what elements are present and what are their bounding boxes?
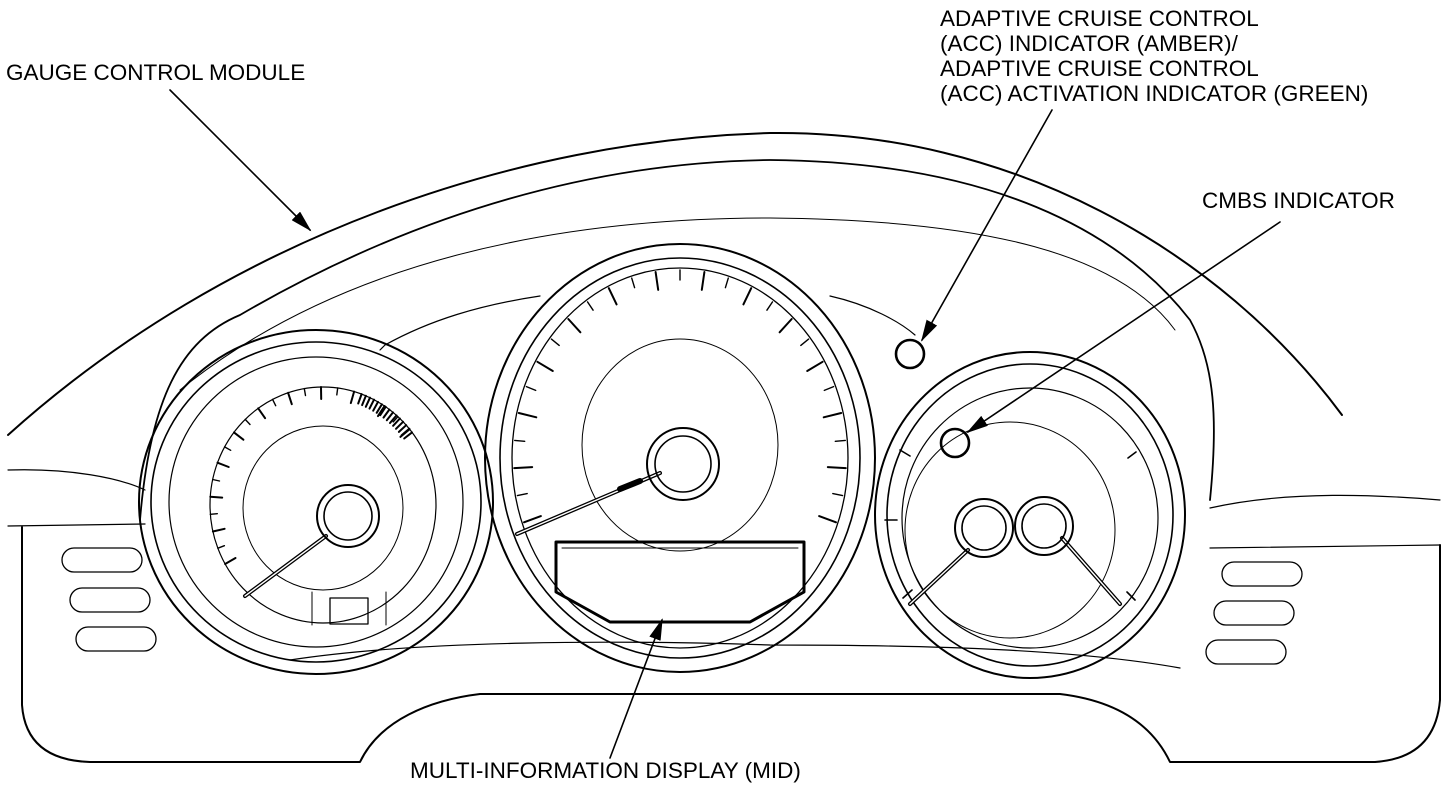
gauge-tick <box>234 432 243 439</box>
gauge-tick <box>390 415 397 423</box>
speedometer-ticks <box>514 270 846 522</box>
leader-gauge-control-module <box>170 90 312 232</box>
leader-lines <box>170 90 1280 758</box>
label-cmbs-indicator: CMBS INDICATOR <box>1202 188 1395 213</box>
tachometer-ticks <box>210 387 412 564</box>
gauge-tick <box>225 558 235 564</box>
label-line: (ACC) INDICATOR (AMBER)/ <box>940 31 1238 56</box>
right-indicator-slots <box>1206 562 1302 664</box>
gauge-tick <box>288 393 292 404</box>
gauge-tick <box>609 288 617 304</box>
gauge-tick <box>519 413 537 417</box>
gauge-tick <box>588 302 594 310</box>
gauge-tick <box>304 389 305 396</box>
label-line: ADAPTIVE CRUISE CONTROL <box>940 56 1259 81</box>
gauge-tick <box>807 362 822 371</box>
cmbs-indicator-lamp <box>941 429 969 457</box>
leader-mid <box>610 618 662 758</box>
gauge-tick <box>358 394 361 403</box>
mid-screen <box>556 542 804 622</box>
gauge-tick <box>702 272 705 290</box>
gauge-tick <box>828 467 846 468</box>
leader-acc-indicator <box>921 110 1052 342</box>
gauge-tick <box>378 406 385 416</box>
gauge-tick <box>366 398 370 407</box>
acc-indicator-lamp <box>896 340 924 368</box>
center-gauge <box>485 244 875 672</box>
gauge-tick <box>245 419 250 424</box>
label-line: GAUGE CONTROL MODULE <box>6 60 306 85</box>
gauge-tick <box>387 412 393 420</box>
gauge-tick <box>517 494 527 496</box>
gauge-tick <box>337 388 338 395</box>
gauge-tick <box>656 272 659 290</box>
label-line: (ACC) ACTIVATION INDICATOR (GREEN) <box>940 81 1369 106</box>
gauge-tick <box>801 339 809 345</box>
gauge-tick <box>743 288 751 304</box>
gauge-tick <box>399 425 406 432</box>
left-gauge <box>139 330 493 674</box>
gauge-tick <box>824 387 833 391</box>
label-line: MULTI-INFORMATION DISPLAY (MID) <box>410 758 801 783</box>
gauge-tick <box>396 422 403 429</box>
gauge-tick <box>833 494 843 496</box>
gauge-tick <box>393 419 400 426</box>
gauge-tick <box>819 516 836 522</box>
gauge-tick <box>824 413 842 417</box>
gauge-tick <box>537 362 552 371</box>
gauge-tick <box>210 497 222 498</box>
label-acc-indicator: ADAPTIVE CRUISE CONTROL (ACC) INDICATOR … <box>940 6 1368 106</box>
gauge-tick <box>225 447 231 450</box>
gauge-tick <box>380 407 386 415</box>
gauge-tick <box>551 339 559 345</box>
label-mid: MULTI-INFORMATION DISPLAY (MID) <box>410 758 801 783</box>
gauge-tick <box>632 278 635 288</box>
gauge-tick <box>515 440 525 441</box>
gauge-tick <box>218 546 225 549</box>
left-indicator-slots <box>62 548 156 651</box>
gauge-tick <box>402 429 410 436</box>
housing-outline <box>8 133 1440 762</box>
gauge-tick <box>725 278 728 288</box>
label-line: ADAPTIVE CRUISE CONTROL <box>940 6 1259 31</box>
gauge-tick <box>514 467 532 468</box>
gauge-tick <box>351 392 354 404</box>
gauge-tick <box>213 480 220 482</box>
gauge-tick <box>568 319 580 332</box>
label-gauge-control-module: GAUGE CONTROL MODULE <box>6 60 305 85</box>
gauge-tick <box>218 463 229 467</box>
gauge-tick <box>384 410 390 418</box>
gauge-tick <box>273 399 276 405</box>
gauge-tick <box>404 432 412 438</box>
gauge-tick <box>210 514 217 515</box>
gauge-tick <box>370 400 375 409</box>
gauge-tick <box>780 319 792 332</box>
leader-cmbs-indicator <box>966 222 1280 434</box>
label-line: CMBS INDICATOR <box>1202 188 1395 213</box>
gauge-tick <box>213 529 225 532</box>
right-gauge <box>875 352 1185 678</box>
gauge-tick <box>362 396 366 405</box>
gauge-tick <box>526 387 535 391</box>
gauge-tick <box>524 516 541 522</box>
gauge-tick <box>767 302 773 310</box>
gauge-tick <box>373 402 378 411</box>
gauge-tick <box>258 408 265 418</box>
gauge-tick <box>377 404 382 413</box>
gauge-tick <box>835 440 845 441</box>
gauge-tick <box>393 417 398 422</box>
